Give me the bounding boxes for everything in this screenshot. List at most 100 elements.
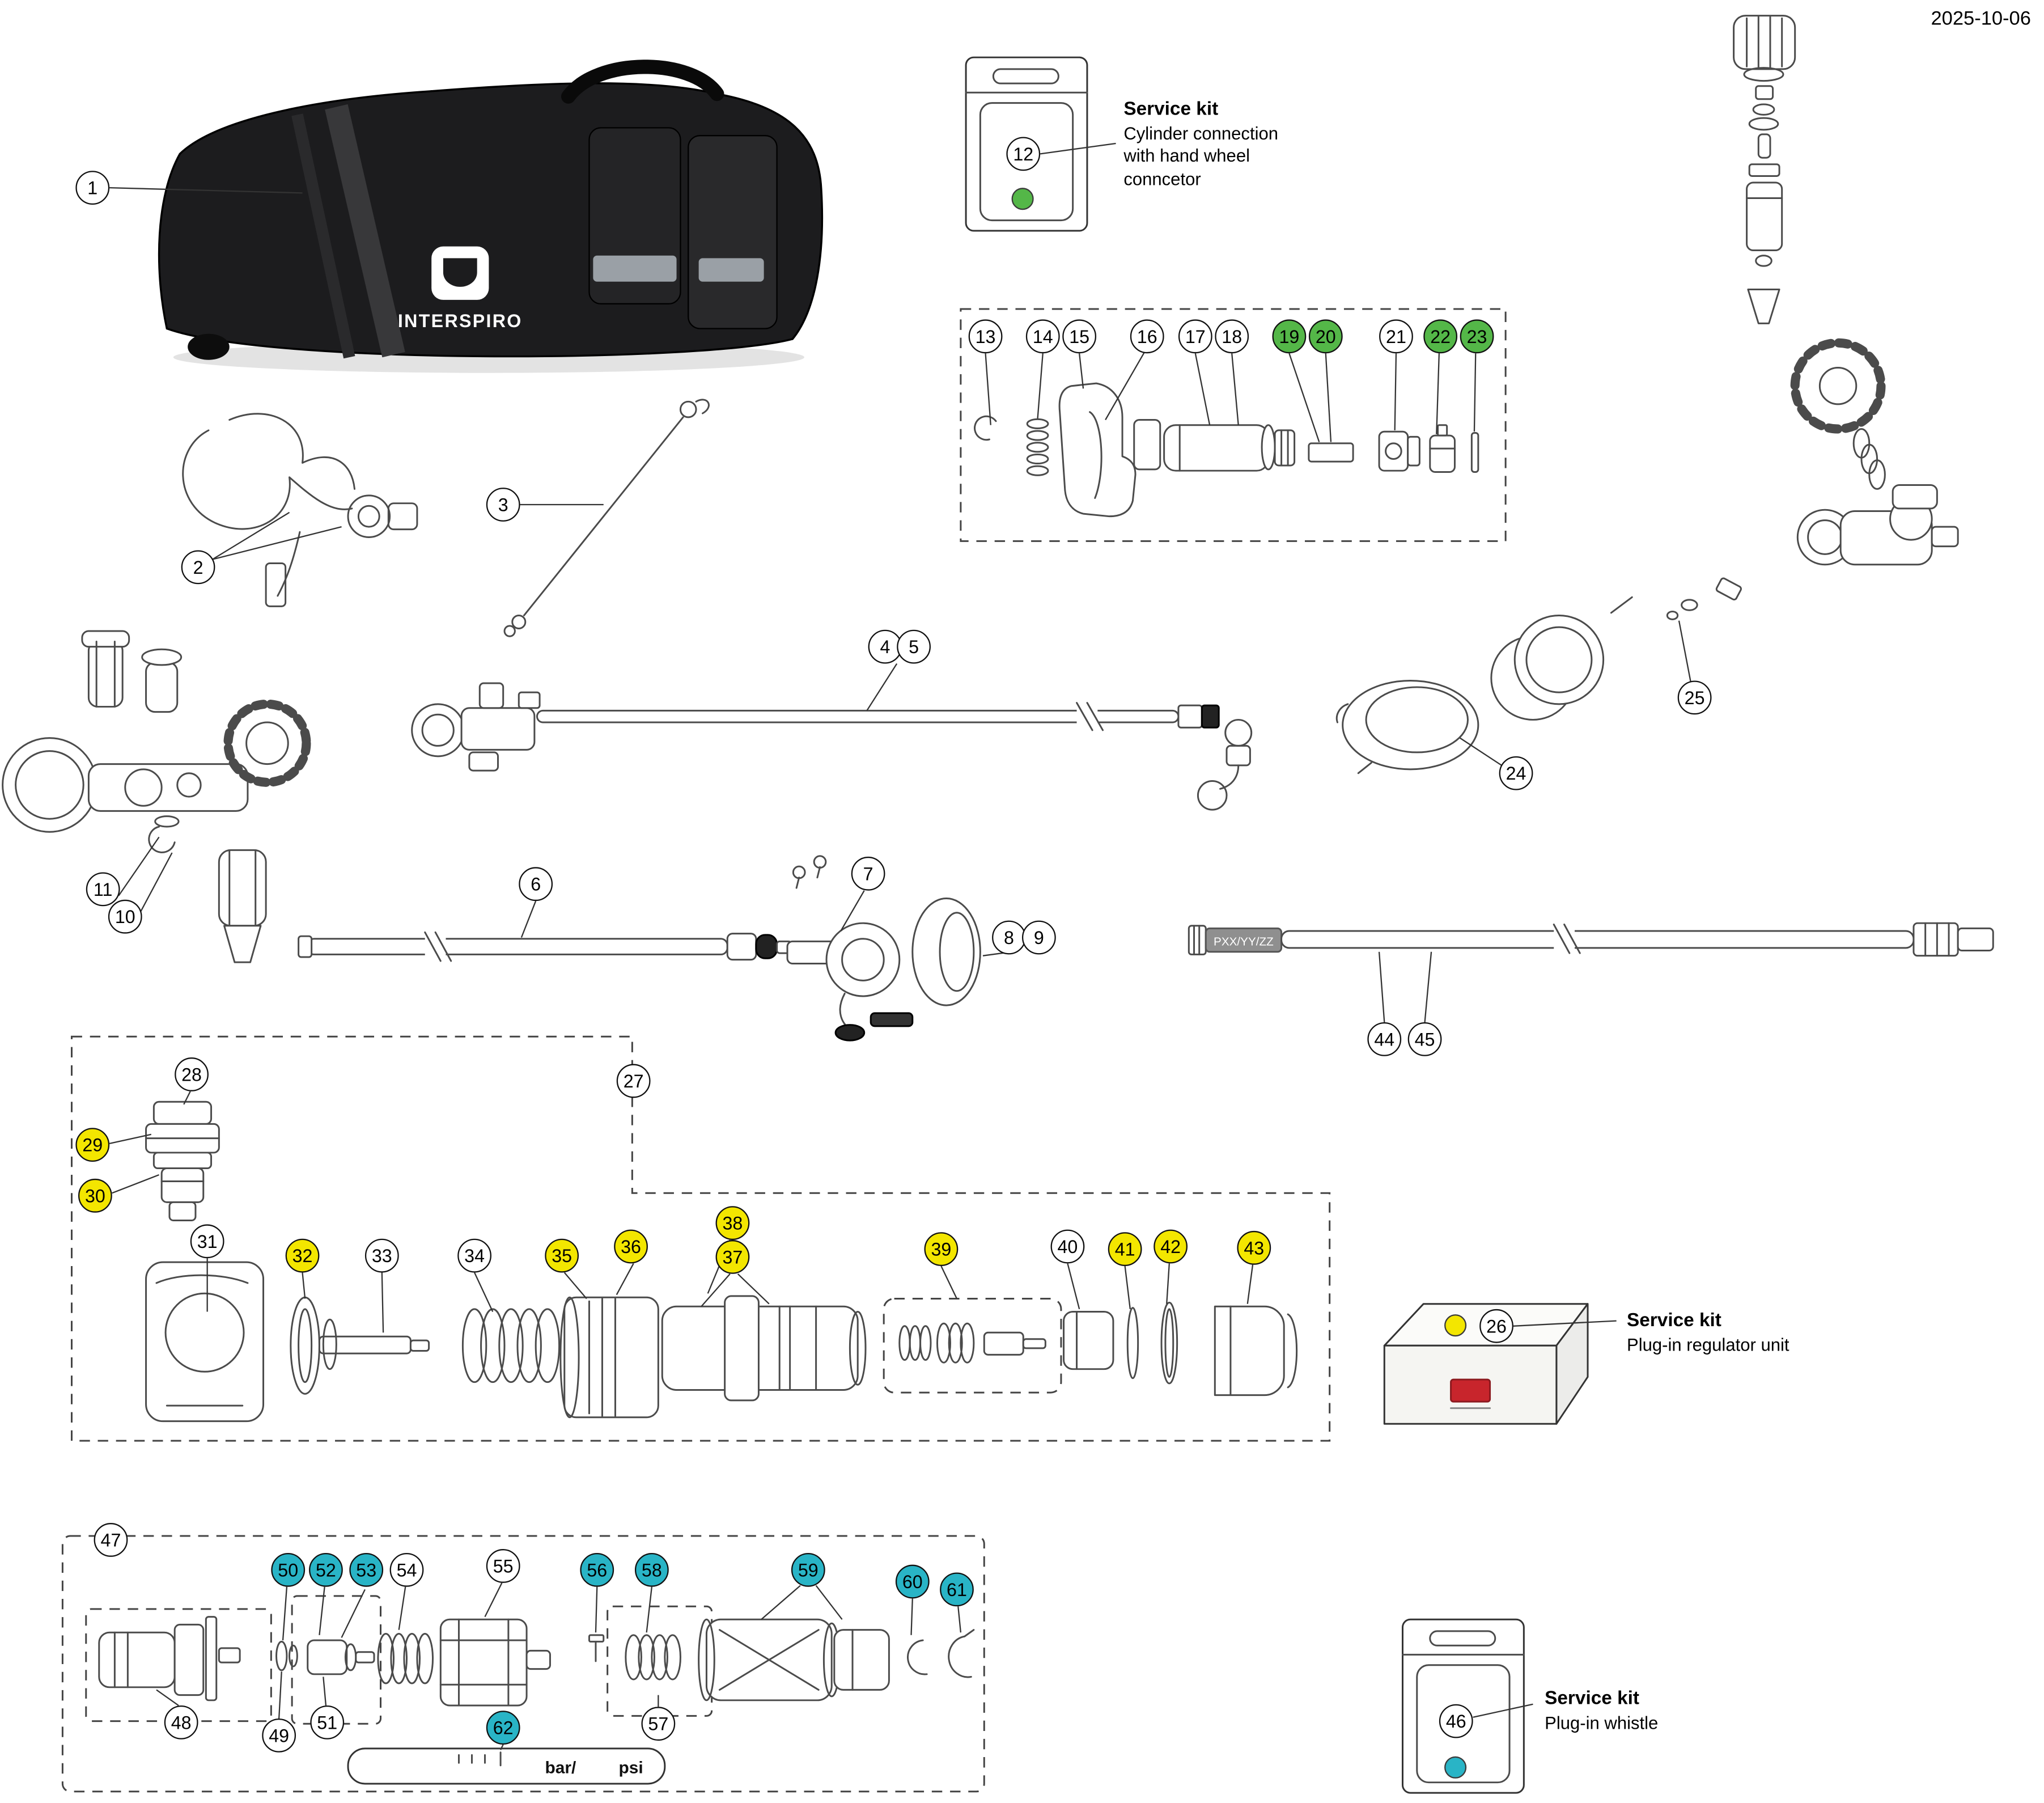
valve-assembly-7 xyxy=(786,855,981,1042)
callout-42: 42 xyxy=(1154,1229,1188,1264)
group-box-39 xyxy=(883,1298,1062,1394)
callout-1: 1 xyxy=(75,171,110,205)
callout-12: 12 xyxy=(1006,137,1041,171)
gauge-housing-24 xyxy=(1335,679,1479,774)
callout-11: 11 xyxy=(86,872,120,907)
callout-50: 50 xyxy=(271,1552,306,1587)
callout-34: 34 xyxy=(457,1238,491,1273)
parts: PXX/YY/ZZ xyxy=(2,15,1994,1794)
callout-54: 54 xyxy=(389,1552,424,1587)
callout-18: 18 xyxy=(1215,319,1249,354)
callout-40: 40 xyxy=(1050,1229,1085,1264)
callout-55: 55 xyxy=(486,1549,520,1583)
service-kit-26-color-dot xyxy=(1444,1314,1467,1337)
callout-26: 26 xyxy=(1479,1309,1513,1343)
callout-19: 19 xyxy=(1272,319,1307,354)
service-kit-46-desc: Plug-in whistle xyxy=(1545,1713,1659,1733)
document-date: 2025-10-06 xyxy=(1931,7,2031,30)
callout-47: 47 xyxy=(94,1523,128,1557)
service-kit-46-label: Service kit Plug-in whistle xyxy=(1545,1688,1658,1734)
callout-25: 25 xyxy=(1677,680,1712,715)
service-kit-26-desc: Plug-in regulator unit xyxy=(1627,1335,1789,1355)
service-kit-46-color-dot xyxy=(1444,1756,1467,1779)
callout-29: 29 xyxy=(75,1128,110,1162)
callout-14: 14 xyxy=(1025,319,1060,354)
leader-lines xyxy=(109,142,1691,1750)
parts-32-43 xyxy=(290,1295,1298,1419)
callout-10: 10 xyxy=(108,899,142,934)
callout-56: 56 xyxy=(580,1552,614,1587)
parts-28-31 xyxy=(145,1101,265,1423)
callout-32: 32 xyxy=(285,1238,320,1273)
callout-61: 61 xyxy=(940,1572,974,1607)
callout-52: 52 xyxy=(309,1552,343,1587)
callout-53: 53 xyxy=(349,1552,384,1587)
lanyard-3 xyxy=(503,399,710,637)
callout-59: 59 xyxy=(791,1552,825,1587)
callout-41: 41 xyxy=(1108,1232,1142,1267)
service-kit-26-label: Service kit Plug-in regulator unit xyxy=(1627,1310,1789,1356)
callout-36: 36 xyxy=(614,1229,648,1264)
callout-38: 38 xyxy=(715,1206,750,1241)
strip-bar-label: bar/ xyxy=(545,1759,576,1777)
callout-51: 51 xyxy=(310,1705,345,1739)
callout-30: 30 xyxy=(78,1178,112,1213)
callout-43: 43 xyxy=(1237,1230,1271,1265)
callout-13: 13 xyxy=(968,319,1003,354)
callout-16: 16 xyxy=(1130,319,1164,354)
cylinder-valve-exploded-assembly xyxy=(1490,15,1959,721)
parts-48-61 xyxy=(98,1616,975,1707)
callout-45: 45 xyxy=(1407,1022,1442,1056)
interspiro-box-logo xyxy=(1450,1378,1491,1403)
callout-17: 17 xyxy=(1178,319,1212,354)
hose-assembly-44-45: PXX/YY/ZZ xyxy=(1188,922,1994,957)
callout-21: 21 xyxy=(1379,319,1413,354)
callout-22: 22 xyxy=(1423,319,1458,354)
hose-assembly-4-5 xyxy=(411,682,1253,811)
callout-6: 6 xyxy=(519,867,553,902)
callout-3: 3 xyxy=(486,488,520,522)
parts-13-23 xyxy=(974,382,1479,518)
extension-tube-6 xyxy=(298,931,792,962)
service-kit-12-desc: Cylinder connection with hand wheel conn… xyxy=(1123,124,1279,189)
callout-44: 44 xyxy=(1367,1022,1402,1056)
callout-23: 23 xyxy=(1460,319,1494,354)
group-box-13-23 xyxy=(960,308,1507,542)
callout-24: 24 xyxy=(1499,756,1533,790)
callout-35: 35 xyxy=(545,1238,579,1273)
service-kit-12-label: Service kit Cylinder connection with han… xyxy=(1123,99,1278,191)
service-kit-12-title: Service kit xyxy=(1123,99,1219,120)
callout-31: 31 xyxy=(190,1224,224,1259)
callout-62: 62 xyxy=(486,1711,520,1745)
service-kit-26-title: Service kit xyxy=(1627,1310,1721,1331)
callout-5: 5 xyxy=(897,629,931,664)
callout-48: 48 xyxy=(164,1705,198,1739)
callout-9: 9 xyxy=(1021,920,1056,955)
bag-logo-text: INTERSPIRO xyxy=(398,311,523,331)
service-kit-46-title: Service kit xyxy=(1545,1688,1640,1709)
callout-46: 46 xyxy=(1439,1704,1473,1738)
duffel-bag: INTERSPIRO xyxy=(158,60,824,373)
callout-15: 15 xyxy=(1062,319,1097,354)
interspiro-logo: INTERSPIRO xyxy=(398,246,523,331)
callout-2: 2 xyxy=(181,550,215,585)
callout-60: 60 xyxy=(895,1564,930,1599)
group-box-51-53 xyxy=(291,1595,382,1725)
callout-28: 28 xyxy=(175,1057,209,1091)
manifold-assembly-10-11 xyxy=(2,630,311,963)
callout-7: 7 xyxy=(851,856,885,891)
callout-58: 58 xyxy=(634,1552,669,1587)
callout-49: 49 xyxy=(262,1719,296,1753)
group-box-27 xyxy=(70,1035,1331,1442)
harness-assembly-2 xyxy=(182,413,418,607)
callout-8: 8 xyxy=(992,920,1026,955)
gauge-strip-62: bar/ psi xyxy=(347,1747,666,1785)
callout-37: 37 xyxy=(715,1240,750,1274)
hose-serial-label: PXX/YY/ZZ xyxy=(1214,935,1274,948)
callout-27: 27 xyxy=(616,1064,651,1098)
callout-33: 33 xyxy=(364,1238,399,1273)
group-box-57 xyxy=(607,1605,713,1717)
